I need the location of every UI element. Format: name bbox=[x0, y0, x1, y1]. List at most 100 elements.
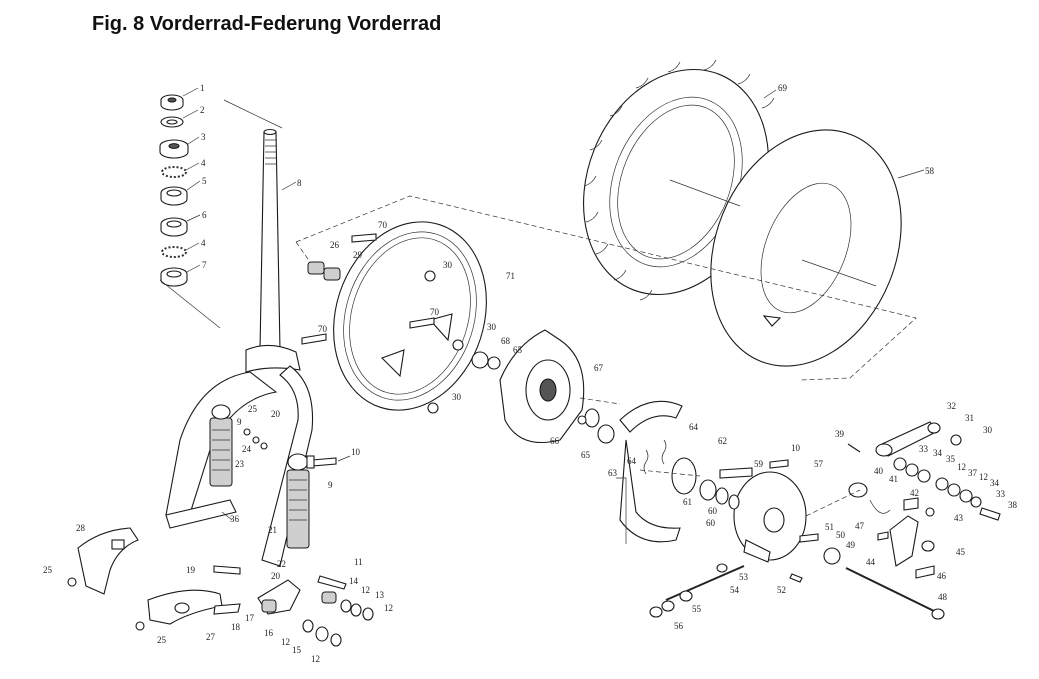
ball-ring-upper bbox=[161, 166, 187, 178]
callout-label: 51 bbox=[825, 522, 834, 532]
bearing-stack bbox=[159, 87, 283, 329]
callout-label: 9 bbox=[237, 417, 242, 427]
dust-seal bbox=[160, 267, 188, 287]
fork-assembly bbox=[165, 128, 314, 567]
callout-label: 6 bbox=[202, 210, 207, 220]
wheel-hub bbox=[471, 329, 615, 444]
lock-nut bbox=[160, 94, 184, 111]
callout-label: 61 bbox=[683, 497, 692, 507]
callout-label: 39 bbox=[835, 429, 845, 439]
callout-label: 12 bbox=[311, 654, 320, 664]
bearing-cup-upper bbox=[160, 186, 188, 206]
inner-tube bbox=[710, 129, 925, 367]
callout-label: 8 bbox=[297, 178, 302, 188]
callout-label: 70 bbox=[430, 307, 440, 317]
callout-label: 53 bbox=[739, 572, 749, 582]
callout-label: 44 bbox=[866, 557, 876, 567]
callout-label: 15 bbox=[292, 645, 302, 655]
callout-label: 23 bbox=[235, 459, 245, 469]
brake-linkage bbox=[799, 421, 1001, 620]
callout-label: 34 bbox=[990, 478, 1000, 488]
callout-label: 26 bbox=[330, 240, 340, 250]
callout-label: 30 bbox=[983, 425, 993, 435]
figure-title: Fig. 8 Vorderrad-Federung Vorderrad bbox=[92, 13, 442, 35]
callout-label: 58 bbox=[925, 166, 935, 176]
callout-label: 24 bbox=[242, 444, 252, 454]
wheel-rim bbox=[301, 221, 487, 414]
callout-label: 70 bbox=[318, 324, 328, 334]
callout-label: 34 bbox=[933, 448, 943, 458]
callout-label: 25 bbox=[248, 404, 258, 414]
callout-label: 35 bbox=[946, 454, 956, 464]
callout-label: 57 bbox=[814, 459, 824, 469]
callout-label: 42 bbox=[910, 488, 919, 498]
callout-label: 4 bbox=[201, 158, 206, 168]
callout-label: 54 bbox=[730, 585, 740, 595]
callout-label: 37 bbox=[968, 468, 978, 478]
callout-label: 5 bbox=[202, 176, 207, 186]
callout-label: 21 bbox=[268, 525, 277, 535]
callout-label: 25 bbox=[157, 635, 167, 645]
callout-label: 36 bbox=[230, 514, 240, 524]
callout-label: 10 bbox=[351, 447, 361, 457]
callout-label: 30 bbox=[487, 322, 497, 332]
callout-label: 7 bbox=[202, 260, 207, 270]
lock-washer bbox=[160, 116, 184, 128]
callout-label: 3 bbox=[201, 132, 206, 142]
callout-label: 41 bbox=[889, 474, 898, 484]
brake-cable bbox=[649, 563, 803, 618]
callout-label: 33 bbox=[919, 444, 929, 454]
callout-label: 17 bbox=[245, 613, 255, 623]
callout-label: 69 bbox=[778, 83, 788, 93]
callout-label: 71 bbox=[506, 271, 515, 281]
callout-label: 68 bbox=[501, 336, 511, 346]
bearing-cup-lower bbox=[160, 217, 188, 237]
callout-label: 30 bbox=[452, 392, 462, 402]
callout-label: 70 bbox=[378, 220, 388, 230]
callout-label: 12 bbox=[384, 603, 393, 613]
callout-label: 18 bbox=[231, 622, 241, 632]
callout-label: 52 bbox=[777, 585, 786, 595]
callout-label: 32 bbox=[947, 401, 956, 411]
brake-shoes bbox=[619, 400, 697, 543]
callout-label: 29 bbox=[353, 250, 363, 260]
callout-label: 4 bbox=[201, 238, 206, 248]
callout-label: 65 bbox=[513, 345, 523, 355]
callout-label: 47 bbox=[855, 521, 865, 531]
callout-label: 45 bbox=[956, 547, 966, 557]
callout-label: 12 bbox=[957, 462, 966, 472]
callout-label: 49 bbox=[846, 540, 856, 550]
callout-label: 30 bbox=[443, 260, 453, 270]
callout-label: 59 bbox=[754, 459, 764, 469]
callout-label: 38 bbox=[1008, 500, 1018, 510]
callout-label: 48 bbox=[938, 592, 948, 602]
callout-label: 33 bbox=[996, 489, 1006, 499]
callout-label: 1 bbox=[200, 83, 205, 93]
callout-label: 60 bbox=[708, 506, 718, 516]
callout-label: 10 bbox=[791, 443, 801, 453]
callout-label: 65 bbox=[581, 450, 591, 460]
callout-label: 60 bbox=[706, 518, 716, 528]
callout-label: 64 bbox=[627, 456, 637, 466]
assembly-lines bbox=[295, 179, 917, 544]
callout-label: 31 bbox=[965, 413, 974, 423]
callout-label: 22 bbox=[277, 559, 286, 569]
callout-label: 20 bbox=[271, 571, 281, 581]
callout-label: 55 bbox=[692, 604, 702, 614]
fork-hardware bbox=[213, 428, 374, 647]
callout-label: 12 bbox=[361, 585, 370, 595]
callout-label: 13 bbox=[375, 590, 385, 600]
callout-label: 16 bbox=[264, 628, 274, 638]
callout-label: 64 bbox=[689, 422, 699, 432]
callout-label: 25 bbox=[43, 565, 53, 575]
callout-label: 56 bbox=[674, 621, 684, 631]
ball-ring-lower bbox=[161, 246, 187, 258]
callout-label: 12 bbox=[281, 637, 290, 647]
callout-label: 43 bbox=[954, 513, 964, 523]
callout-label: 19 bbox=[186, 565, 196, 575]
callout-label: 14 bbox=[349, 576, 359, 586]
callout-label: 50 bbox=[836, 530, 846, 540]
callout-label: 46 bbox=[937, 571, 947, 581]
